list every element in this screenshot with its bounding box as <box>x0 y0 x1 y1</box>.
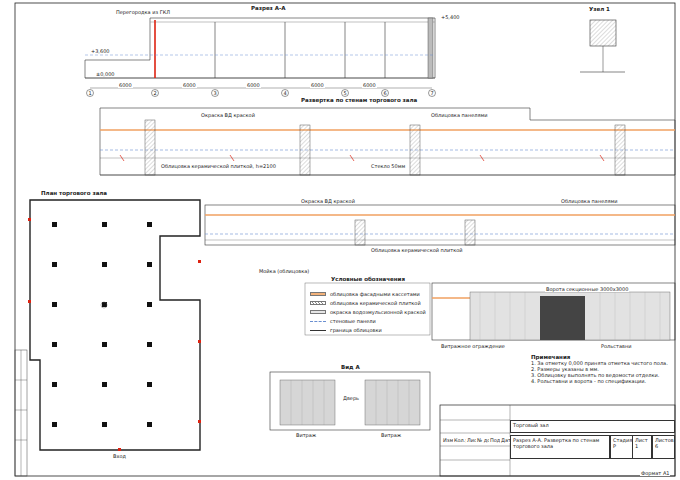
legend-swatch <box>310 301 326 305</box>
axis-number: 6 <box>382 90 387 96</box>
annotation: Вход <box>112 453 127 459</box>
axis-number: 7 <box>429 90 434 96</box>
legend-swatch <box>310 321 326 322</box>
annotation: Перегородка из ГКЛ <box>115 9 171 15</box>
title-block-cell: Торговый зал <box>510 420 675 433</box>
annotation: Облицовка панелями <box>430 112 488 118</box>
annotation: Окраска ВД краской <box>300 198 356 204</box>
cell-heading: Торговый зал <box>513 422 672 428</box>
annotation: 6000 <box>310 82 325 88</box>
annotation: Витраж <box>295 432 317 438</box>
legend-swatch <box>310 292 326 296</box>
axis-number: 4 <box>282 90 287 96</box>
annotation: Рольставни <box>600 343 632 349</box>
legend-swatch <box>310 330 326 331</box>
annotation: +5,400 <box>440 14 461 20</box>
annotation: 6000 <box>362 82 377 88</box>
legend-text: облицовка керамической плиткой <box>330 300 421 306</box>
legend-text: стеновые панели <box>330 318 376 324</box>
annotation: Облицовка панелями <box>560 198 618 204</box>
annotation: Дверь <box>342 395 360 401</box>
annotation: 4. Рольставни и ворота - по спецификации… <box>530 378 647 384</box>
annotation: ±0,000 <box>95 71 116 77</box>
legend-text: облицовка фасадными кассетами <box>330 291 420 297</box>
view-title: Разрез А-А <box>250 5 287 11</box>
annotation: Стекло 50мм <box>370 163 406 169</box>
view-title: Развертка по стенам торгового зала <box>300 97 418 103</box>
annotation: Облицовка керамической плиткой, h=2100 <box>160 163 277 169</box>
legend-text: окраска водоэмульсионной краской <box>330 309 426 315</box>
title-block-cell: Листов6 <box>652 435 675 459</box>
axis-number: 1 <box>87 90 92 96</box>
annotation: Витражное ограждение <box>440 343 506 349</box>
cell-heading: Разрез А-А. Развертка по стенам торговог… <box>513 437 607 449</box>
annotation: 6000 <box>118 82 133 88</box>
title-block-cell: Лист1 <box>632 435 652 459</box>
annotation: Формат А1 <box>640 470 670 476</box>
legend-swatch <box>310 310 326 314</box>
annotation: +3,600 <box>90 48 111 54</box>
annotation: Витраж <box>380 432 402 438</box>
axis-number: 5 <box>342 90 347 96</box>
annotation: Ворота секционные 3000х3000 <box>545 286 629 292</box>
cell-heading: Лист <box>635 437 649 443</box>
axis-number: 2 <box>152 90 157 96</box>
cell-value: 1 <box>635 443 649 449</box>
annotation: 6000 <box>182 82 197 88</box>
annotation: Облицовка керамической плиткой <box>370 247 464 253</box>
annotation: Окраска ВД краской <box>200 112 256 118</box>
view-title: Узел 1 <box>588 6 611 12</box>
title-block-cell: Разрез А-А. Развертка по стенам торговог… <box>510 435 610 459</box>
legend-text: граница облицовки <box>330 327 382 333</box>
view-title: План торгового зала <box>40 190 108 196</box>
annotation: Мойка (облицовка) <box>258 268 310 274</box>
cell-value: 6 <box>655 443 672 449</box>
annotation: 6000 <box>246 82 261 88</box>
cell-heading: Листов <box>655 437 672 443</box>
axis-number: 3 <box>212 90 217 96</box>
cell-heading: Стадия <box>613 437 632 443</box>
view-title: Вид А <box>340 364 361 370</box>
cell-value: Р <box>613 443 632 449</box>
view-title: Условные обозначения <box>330 276 406 282</box>
